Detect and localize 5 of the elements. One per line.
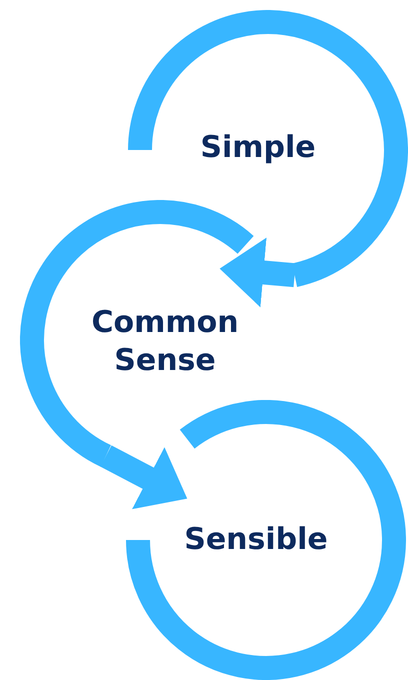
node-label: Sensible bbox=[184, 521, 328, 559]
arrow bbox=[220, 238, 296, 308]
node-label: Simple bbox=[200, 129, 316, 167]
arrow bbox=[100, 445, 188, 510]
node-label: Common Sense bbox=[90, 304, 240, 380]
